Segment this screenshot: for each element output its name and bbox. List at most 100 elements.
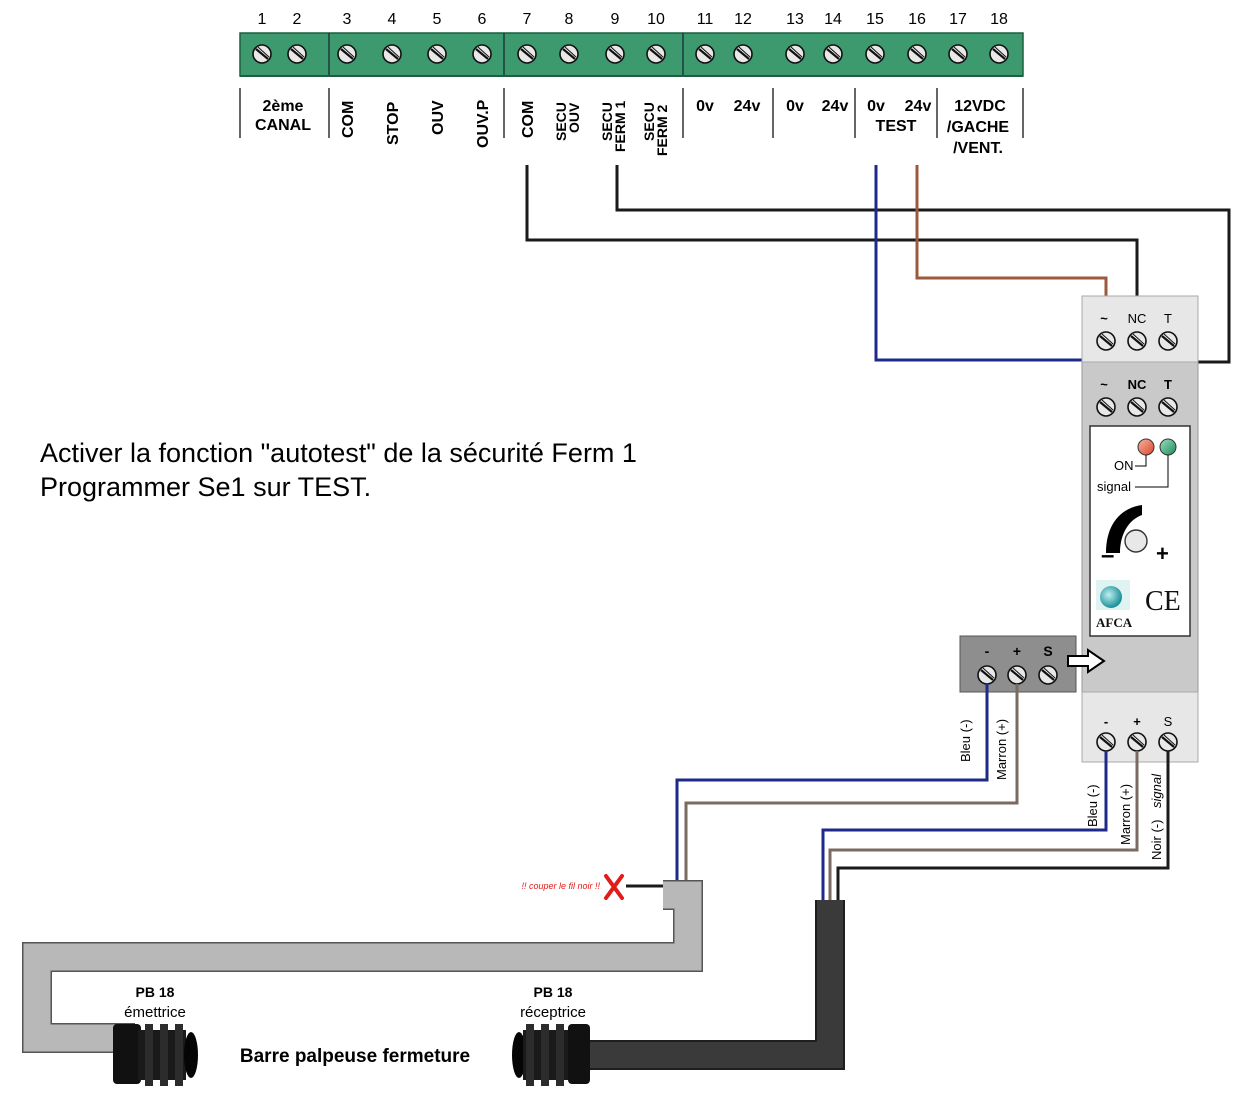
receiver-cable: [560, 900, 843, 1068]
terminal-screw-icon[interactable]: [471, 43, 493, 65]
module-screw-icon[interactable]: [1126, 731, 1148, 753]
terminal-screw-icon[interactable]: [251, 43, 273, 65]
terminal-screw-icon[interactable]: [988, 43, 1010, 65]
module-screw-icon[interactable]: [1126, 330, 1148, 352]
label-test: TEST: [876, 118, 917, 135]
led-green-icon: [1159, 438, 1177, 456]
label-gache: /GACHE: [947, 119, 1010, 136]
terminal-screw-icon[interactable]: [864, 43, 886, 65]
emitter-title: PB 18: [136, 984, 175, 1000]
label-ouv-p: OUV.P: [475, 99, 492, 148]
receiver-title: PB 18: [534, 984, 573, 1000]
terminal-number: 5: [433, 11, 442, 28]
terminal-number: 8: [565, 11, 574, 28]
terminal-number: 9: [611, 11, 620, 28]
terminal-screw-icon[interactable]: [558, 43, 580, 65]
label-stop: STOP: [385, 101, 402, 145]
terminal-screw-icon[interactable]: [732, 43, 754, 65]
afca-brand: AFCA: [1096, 615, 1133, 630]
led-signal-leader: [1135, 455, 1169, 488]
adjust-arc-icon: [1106, 505, 1142, 553]
emitter-subtitle: émettrice: [124, 1004, 186, 1021]
module-mid-term-nc: NC: [1128, 377, 1147, 392]
wires-right: Bleu (-) Marron (+) Noir (-) signal: [821, 751, 1170, 900]
label-vent: /VENT.: [953, 140, 1003, 157]
connector-screw-icon[interactable]: [1006, 664, 1028, 686]
connector-screw-icon[interactable]: [976, 664, 998, 686]
adjust-plus: +: [1156, 541, 1169, 566]
module-mid-term-ac: ~: [1100, 377, 1108, 392]
module-screw-icon[interactable]: [1126, 396, 1148, 418]
emitter-cable: [23, 881, 702, 1052]
ce-mark: CE: [1145, 586, 1181, 617]
label-secu-ouv-b: OUV: [566, 102, 582, 133]
terminal-number: 15: [866, 11, 884, 28]
module-screw-icon[interactable]: [1095, 731, 1117, 753]
module-bottom-term-minus: -: [1104, 714, 1108, 729]
terminal-number: 12: [734, 11, 752, 28]
led-signal-label: signal: [1097, 479, 1131, 494]
wire-noir-right: [836, 751, 1170, 900]
label-secu-ferm2-b: FERM 2: [654, 104, 670, 156]
led-on-label: ON: [1114, 458, 1134, 473]
terminal-screw-icon[interactable]: [336, 43, 358, 65]
terminal-number: 1: [258, 11, 267, 28]
wire-marron-right: [828, 751, 1139, 900]
module-screw-icon[interactable]: [1157, 330, 1179, 352]
label-24v-c: 24v: [905, 98, 932, 115]
label-secu-ferm2-a: SECU: [641, 102, 657, 141]
terminal-number: 6: [478, 11, 487, 28]
wire-com-to-nc: [525, 165, 1139, 333]
terminal-screw-icon[interactable]: [645, 43, 667, 65]
label-com-1: COM: [340, 101, 357, 138]
terminal-number: 2: [293, 11, 302, 28]
connector-screw-icon[interactable]: [1037, 664, 1059, 686]
terminal-screw-icon[interactable]: [381, 43, 403, 65]
wire-marron-left: [684, 684, 1019, 895]
receiver-subtitle: réceptrice: [520, 1004, 586, 1021]
cables: [22, 880, 845, 1070]
wire-label-marron-left: Marron (+): [994, 719, 1009, 780]
terminal-screw-icon[interactable]: [604, 43, 626, 65]
terminal-screw-icon[interactable]: [694, 43, 716, 65]
terminal-screw-icon[interactable]: [286, 43, 308, 65]
module-screw-icon[interactable]: [1095, 330, 1117, 352]
afca-module: ~ NC T ~ NC T ON signal – + AFCA CE - + …: [1081, 295, 1199, 763]
terminal-screw-icon[interactable]: [426, 43, 448, 65]
led-red-icon: [1137, 438, 1155, 456]
emitter-lens-icon: [184, 1032, 198, 1078]
label-secu-ferm1-a: SECU: [599, 102, 615, 141]
plug-connector: - + S: [959, 635, 1106, 693]
pb18-receiver: [512, 1024, 590, 1086]
cut-cross-icon: [604, 874, 624, 900]
connector-term-plus: +: [1013, 643, 1021, 659]
connector-term-s: S: [1043, 643, 1052, 659]
label-0v-a: 0v: [696, 98, 714, 115]
module-screw-icon[interactable]: [1157, 731, 1179, 753]
wire-label-bleu-right: Bleu (-): [1085, 784, 1100, 827]
module-screw-icon[interactable]: [1157, 396, 1179, 418]
module-screw-icon[interactable]: [1095, 396, 1117, 418]
label-ouv: OUV: [430, 100, 447, 135]
module-top-term-ac: ~: [1100, 311, 1108, 326]
wire-noir-cut: [626, 884, 670, 895]
barre-caption: Barre palpeuse fermeture: [240, 1046, 470, 1067]
terminal-number: 14: [824, 11, 842, 28]
wire-test-brown: [915, 165, 1108, 333]
adjust-minus: –: [1101, 542, 1114, 569]
terminal-screw-icon[interactable]: [516, 43, 538, 65]
terminal-screw-icon[interactable]: [906, 43, 928, 65]
label-2eme: 2ème: [263, 98, 304, 115]
instruction-line-1: Activer la fonction "autotest" de la séc…: [40, 438, 637, 468]
terminal-screw-icon[interactable]: [947, 43, 969, 65]
led-on-leader: [1135, 455, 1147, 467]
terminal-screw-icon[interactable]: [822, 43, 844, 65]
wire-label-noir-right-a: Noir (-): [1149, 820, 1164, 860]
adjust-knob-icon[interactable]: [1124, 529, 1148, 553]
label-secu-ouv-a: SECU: [553, 102, 569, 141]
wire-label-marron-right: Marron (+): [1118, 784, 1133, 845]
terminal-number: 11: [697, 11, 714, 28]
terminal-screw-icon[interactable]: [784, 43, 806, 65]
terminal-number: 13: [786, 11, 804, 28]
label-0v-c: 0v: [867, 98, 885, 115]
